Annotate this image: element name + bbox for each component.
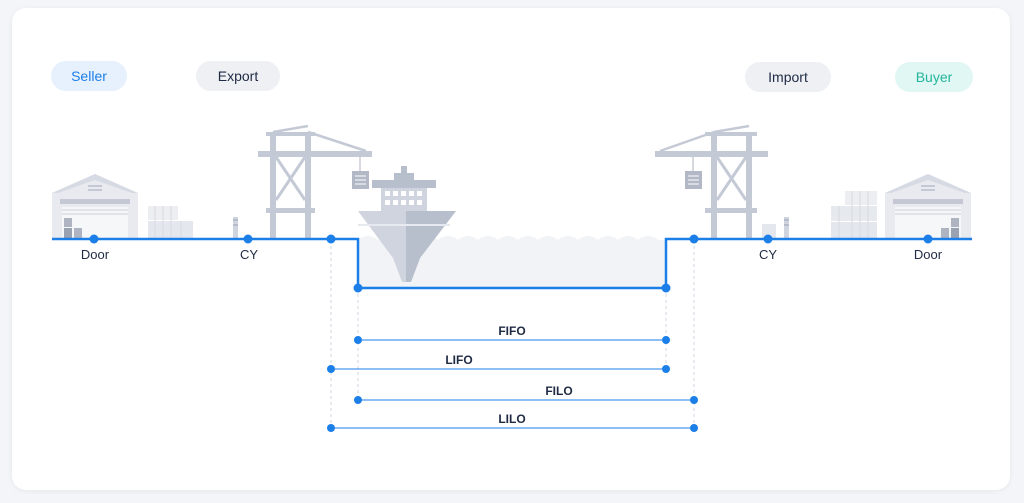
export-badge: Export	[196, 61, 280, 91]
warehouse-left-icon	[52, 174, 138, 239]
crane-left-icon	[258, 124, 372, 238]
water-basin	[358, 236, 666, 288]
warehouse-right-icon	[885, 174, 971, 239]
cy-left-point	[243, 234, 253, 244]
cy-left-label: CY	[240, 247, 258, 262]
fifo-label: FIFO	[498, 324, 525, 338]
crane-right-icon	[655, 124, 768, 238]
container-stack-left-icon	[148, 206, 238, 238]
term-fifo: FIFO	[354, 324, 670, 344]
vessel-load-point	[353, 283, 363, 293]
ship-icon	[358, 166, 456, 282]
vessel-discharge-point	[661, 283, 671, 293]
lilo-label: LILO	[498, 412, 525, 426]
seller-badge: Seller	[51, 61, 127, 91]
door-right-point	[923, 234, 933, 244]
term-lifo: LIFO	[327, 353, 670, 373]
term-lilo: LILO	[327, 412, 698, 432]
port-left-point	[326, 234, 336, 244]
import-badge: Import	[745, 62, 831, 92]
buyer-badge: Buyer	[895, 62, 973, 92]
filo-label: FILO	[545, 384, 572, 398]
cy-right-label: CY	[759, 247, 777, 262]
port-right-point	[689, 234, 699, 244]
term-filo: FILO	[354, 384, 698, 404]
container-stack-right-icon	[762, 191, 877, 238]
door-right-label: Door	[914, 247, 943, 262]
route-points	[89, 234, 933, 293]
lifo-label: LIFO	[445, 353, 472, 367]
cy-right-point	[763, 234, 773, 244]
door-left-label: Door	[81, 247, 110, 262]
door-left-point	[89, 234, 99, 244]
